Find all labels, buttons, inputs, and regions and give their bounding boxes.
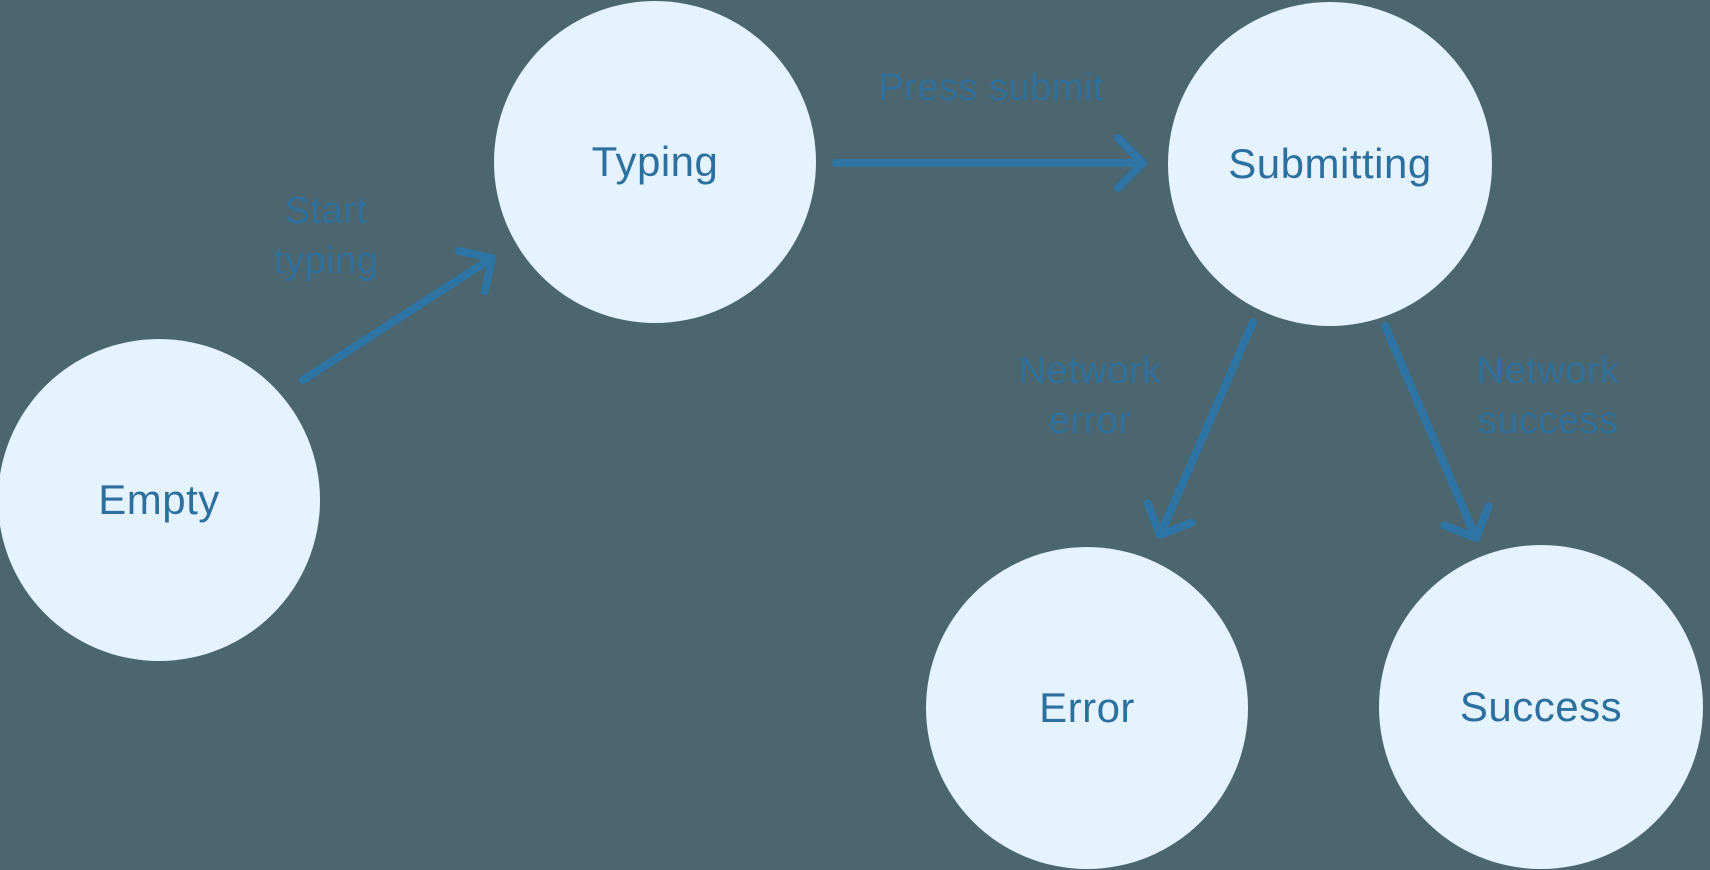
state-node-success: Success	[1379, 545, 1703, 869]
arrowhead-icon	[454, 246, 496, 296]
arrowhead-icon	[1440, 502, 1493, 542]
state-label-empty: Empty	[98, 476, 220, 523]
state-node-error: Error	[926, 547, 1248, 869]
transition-label-network-error: Network error	[1018, 350, 1162, 442]
state-node-submitting: Submitting	[1168, 2, 1492, 326]
arrow-press-submit	[832, 134, 1147, 192]
state-node-empty: Empty	[0, 339, 320, 661]
state-label-success: Success	[1459, 683, 1623, 730]
state-label-error: Error	[1039, 684, 1135, 731]
arrowhead-icon	[1143, 499, 1196, 539]
transition-label-start-typing: Start typing	[273, 190, 379, 282]
arrowhead-icon	[1114, 134, 1147, 192]
state-label-submitting: Submitting	[1228, 140, 1432, 187]
state-label-typing: Typing	[591, 138, 719, 185]
transition-label-network-success: Network success	[1476, 350, 1620, 442]
transition-label-press-submit: Press submit	[878, 67, 1104, 109]
state-node-typing: Typing	[494, 1, 816, 323]
